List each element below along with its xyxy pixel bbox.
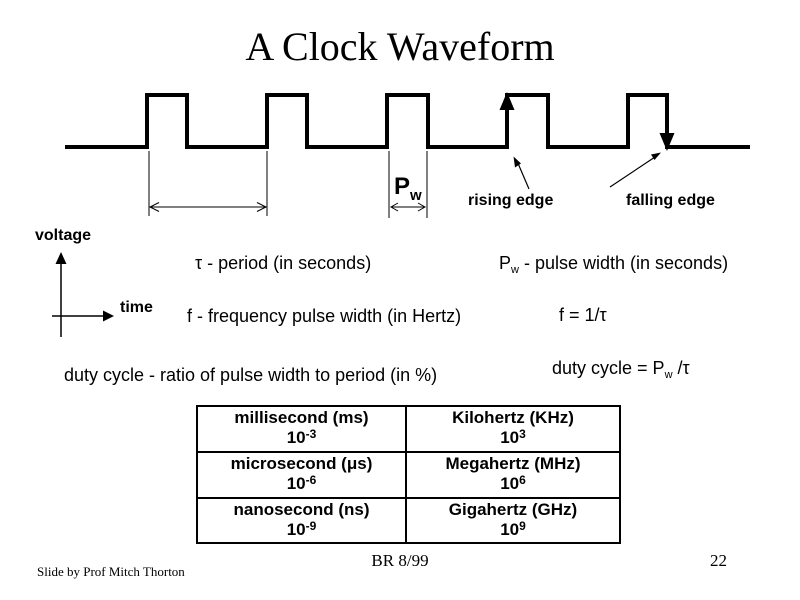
frequency-formula: f = 1/τ [559,305,607,325]
duty-formula-suffix: /τ [672,358,690,378]
frequency-definition: f - frequency pulse width (in Hertz) [187,306,462,326]
rising-edge-label: rising edge [468,192,554,209]
falling-edge-arrowhead-icon [659,133,675,151]
pw-base: P [394,173,411,200]
power-base: 10 [286,474,306,494]
pulse-width-def-text: - pulse width (in seconds) [518,253,729,273]
power-base: 10 [500,474,520,494]
table-row: nanosecond (ns) 10-9 Gigahertz (GHz) 109 [196,496,621,545]
duty-cycle-formula: duty cycle = Pw /τ [552,359,690,381]
freq-unit-name: Gigahertz (GHz) [448,499,578,519]
footer-credit: Slide by Prof Mitch Thorton [37,564,185,579]
pulse-width-symbol-label: Pw [394,173,422,204]
power-base: 10 [286,519,306,539]
power-exponent: 9 [519,518,526,533]
time-unit-cell: millisecond (ms) 10-3 [196,405,407,453]
units-conversion-table: millisecond (ms) 10-3 Kilohertz (KHz) 10… [196,405,621,545]
freq-unit-cell: Gigahertz (GHz) 109 [405,496,621,545]
power-exponent: -6 [305,473,317,488]
time-unit-name: microsecond (μs) [230,453,373,473]
falling-edge-label: falling edge [626,192,715,209]
table-row: millisecond (ms) 10-3 Kilohertz (KHz) 10… [196,405,621,453]
falling-edge-pointer-arrow [609,152,661,188]
power-base: 10 [286,428,306,448]
voltage-axis-label: voltage [35,227,92,244]
voltage-time-axes [52,252,114,337]
time-unit-cell: nanosecond (ns) 10-9 [196,496,407,545]
period-measure-arrow [148,202,268,212]
freq-unit-name: Megahertz (MHz) [445,453,581,473]
duty-formula-prefix: duty cycle = P [552,358,665,378]
freq-unit-cell: Kilohertz (KHz) 103 [405,405,621,453]
power-exponent: 6 [519,473,526,488]
power-exponent: 3 [519,427,526,442]
pulse-width-def-symbol: P [499,253,512,273]
page-number: 22 [710,551,727,570]
power-exponent: -3 [305,427,317,442]
freq-unit-name: Kilohertz (KHz) [452,408,574,427]
freq-unit-cell: Megahertz (MHz) 106 [405,450,621,499]
duty-formula-subscript: w [664,369,673,381]
footer-date-code: BR 8/99 [371,551,429,570]
power-base: 10 [500,519,520,539]
duty-cycle-definition: duty cycle - ratio of pulse width to per… [64,365,438,385]
pulse-width-definition: Pw - pulse width (in seconds) [499,254,728,276]
pulse-width-def-subscript: w [511,264,519,276]
time-unit-name: millisecond (ms) [234,408,369,427]
measurement-extension-lines [148,151,428,218]
time-unit-cell: microsecond (μs) 10-6 [196,450,407,499]
table-row: microsecond (μs) 10-6 Megahertz (MHz) 10… [196,450,621,499]
clock-waveform-line [65,93,750,149]
time-axis-label: time [120,299,153,316]
period-definition: τ - period (in seconds) [195,253,372,273]
rising-edge-pointer-arrow [513,156,530,190]
slide-title: A Clock Waveform [245,24,555,69]
pw-subscript: w [410,187,422,204]
time-unit-name: nanosecond (ns) [233,499,370,519]
pulse-width-measure-arrow [389,202,427,212]
power-base: 10 [500,428,520,448]
rising-edge-arrowhead-icon [499,92,515,110]
power-exponent: -9 [305,518,317,533]
